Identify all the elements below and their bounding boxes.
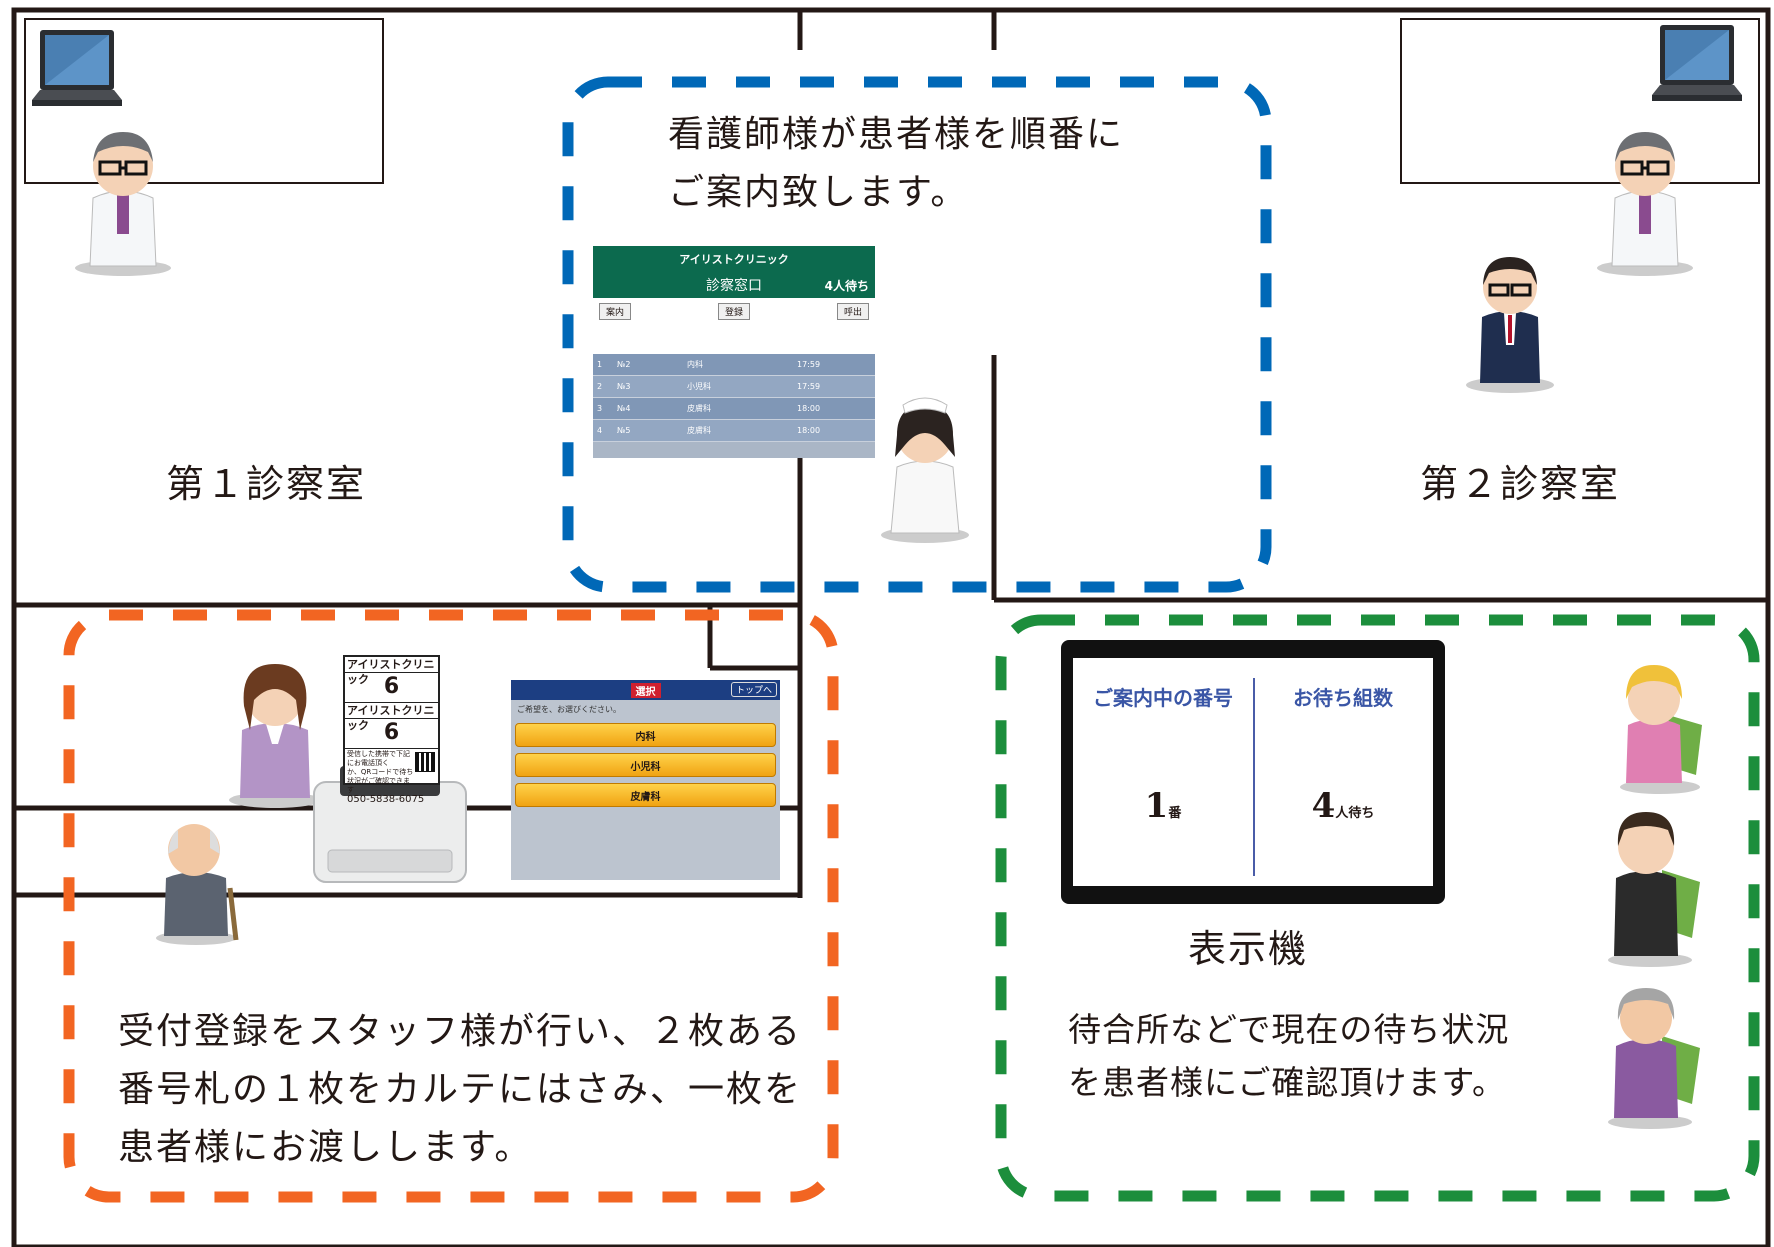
- row-time: 18:00: [797, 404, 821, 413]
- nurse-tablet-screen: アイリストクリニック 診察窓口 4人待ち 案内 登録 呼出 1 №2 内科 17…: [593, 246, 875, 458]
- reception-tablet-screen: 選択 トップへ ご希望を、お選びください。 内科 小児科 皮膚科: [511, 680, 780, 880]
- ticket-number: 6: [383, 674, 400, 699]
- row-index: 1: [597, 360, 603, 369]
- nurse-icon: [881, 397, 969, 543]
- reception-step-line: 患者様にお渡しします。: [118, 1127, 533, 1168]
- current-number-column: ご案内中の番号 1番: [1073, 658, 1253, 886]
- row-index: 4: [597, 426, 603, 435]
- current-number-value: 1番: [1073, 786, 1253, 826]
- queue-row[interactable]: 3 №4 皮膚科 18:00: [593, 398, 875, 420]
- top-button[interactable]: トップへ: [730, 682, 777, 697]
- ticket-clinic-name: アイリストクリニック: [345, 703, 438, 732]
- row-department: 皮膚科: [687, 404, 711, 413]
- tablet-app-title: アイリストクリニック: [593, 246, 875, 272]
- laptop-icon: [32, 30, 122, 106]
- ticket-clinic-name: アイリストクリニック: [345, 657, 438, 686]
- receptionist-icon: [229, 664, 321, 808]
- queue-row[interactable]: 1 №2 内科 17:59: [593, 354, 875, 376]
- queue-row[interactable]: 4 №5 皮膚科 18:00: [593, 420, 875, 442]
- waiting-header: お待ち組数: [1293, 686, 1393, 710]
- row-number: №2: [617, 360, 631, 369]
- display-step-line: を患者様にご確認頂けます。: [1068, 1063, 1507, 1102]
- row-department: 小児科: [687, 382, 711, 391]
- elderly-woman-icon: [1608, 988, 1700, 1129]
- waiting-value: 4人待ち: [1253, 786, 1433, 826]
- row-index: 3: [597, 404, 603, 413]
- student-boy-icon: [1608, 812, 1700, 967]
- screen-title-text: 診察窓口: [706, 278, 762, 294]
- display-screen: ご案内中の番号 1番 お待ち組数 4人待ち: [1073, 658, 1433, 886]
- row-number: №4: [617, 404, 631, 413]
- doctor-icon: [75, 132, 171, 276]
- display-step-text: 待合所などで現在の待ち状況 を患者様にご確認頂けます。: [1068, 1003, 1509, 1109]
- ticket-info: 受信した携帯で下記にお電話頂く か、QRコードで待ち状況がご確認できます 050…: [345, 749, 438, 817]
- nurse-step-line: ご案内致します。: [668, 172, 969, 213]
- ticket-stub: アイリストクリニック 6: [345, 657, 438, 703]
- row-time: 17:59: [797, 382, 821, 391]
- waiting-count: 4人待ち: [824, 278, 869, 293]
- display-step-line: 待合所などで現在の待ち状況: [1068, 1010, 1510, 1049]
- reception-hint: ご希望を、お選びください。: [517, 705, 621, 714]
- reception-step-line: 受付登録をスタッフ様が行い、２枚ある: [118, 1011, 803, 1052]
- row-time: 17:59: [797, 360, 821, 369]
- display-device-label: 表示機: [1188, 927, 1309, 971]
- guide-button[interactable]: 案内: [599, 302, 632, 320]
- ticket-tel: 050-5838-6075: [347, 794, 425, 805]
- tablet-gap: [593, 324, 875, 354]
- department-button[interactable]: 内科: [515, 723, 776, 747]
- student-girl-icon: [1620, 665, 1702, 794]
- row-number: №3: [617, 382, 631, 391]
- waiting-number: 4: [1311, 786, 1336, 826]
- selected-tab[interactable]: 選択: [630, 682, 661, 698]
- department-button[interactable]: 小児科: [515, 753, 776, 777]
- nurse-frame: [562, 76, 1272, 593]
- businessman-icon: [1466, 257, 1554, 393]
- reception-tablet-bar: 選択 トップへ: [511, 680, 780, 700]
- doctor-icon: [1597, 132, 1693, 276]
- reception-step-text: 受付登録をスタッフ様が行い、２枚ある 番号札の１枚をカルテにはさみ、一枚を 患者…: [118, 1003, 802, 1177]
- row-index: 2: [597, 382, 603, 391]
- queue-row[interactable]: 2 №3 小児科 17:59: [593, 376, 875, 398]
- current-number-header: ご案内中の番号: [1093, 686, 1233, 710]
- reception-step-line: 番号札の１枚をカルテにはさみ、一枚を: [118, 1069, 803, 1110]
- room1-label: 第１診察室: [166, 462, 367, 506]
- waiting-column: お待ち組数 4人待ち: [1253, 658, 1433, 886]
- display-divider: [1253, 678, 1255, 876]
- call-button[interactable]: 呼出: [836, 302, 869, 320]
- elderly-man-icon: [156, 824, 239, 945]
- qr-code-icon: [415, 752, 435, 772]
- nurse-step-line: 看護師様が患者様を順番に: [668, 114, 1125, 155]
- reception-frame: [63, 609, 839, 1203]
- row-department: 皮膚科: [687, 426, 711, 435]
- register-button[interactable]: 登録: [717, 302, 750, 320]
- display-monitor: ご案内中の番号 1番 お待ち組数 4人待ち: [1061, 640, 1445, 904]
- laptop-icon: [1652, 25, 1742, 101]
- current-suffix: 番: [1168, 806, 1182, 821]
- ticket-note: 受信した携帯で下記にお電話頂く: [347, 750, 410, 767]
- waiting-suffix: 人待ち: [1335, 806, 1375, 821]
- room2-label: 第２診察室: [1420, 462, 1621, 506]
- row-department: 内科: [687, 360, 703, 369]
- ticket-number: 6: [383, 720, 400, 745]
- row-time: 18:00: [797, 426, 821, 435]
- tablet-screen-title: 診察窓口 4人待ち: [593, 272, 875, 298]
- ticket-stub: アイリストクリニック 6: [345, 703, 438, 749]
- department-button[interactable]: 皮膚科: [515, 783, 776, 807]
- ticket-note: か、QRコードで待ち状況がご確認できます: [347, 768, 414, 794]
- nurse-step-text: 看護師様が患者様を順番に ご案内致します。: [668, 106, 1124, 222]
- row-number: №5: [617, 426, 631, 435]
- tablet-button-bar: 案内 登録 呼出: [593, 298, 875, 324]
- number-ticket: アイリストクリニック 6 アイリストクリニック 6 受信した携帯で下記にお電話頂…: [343, 655, 440, 805]
- current-number: 1: [1144, 786, 1169, 826]
- display-frame: [995, 614, 1760, 1202]
